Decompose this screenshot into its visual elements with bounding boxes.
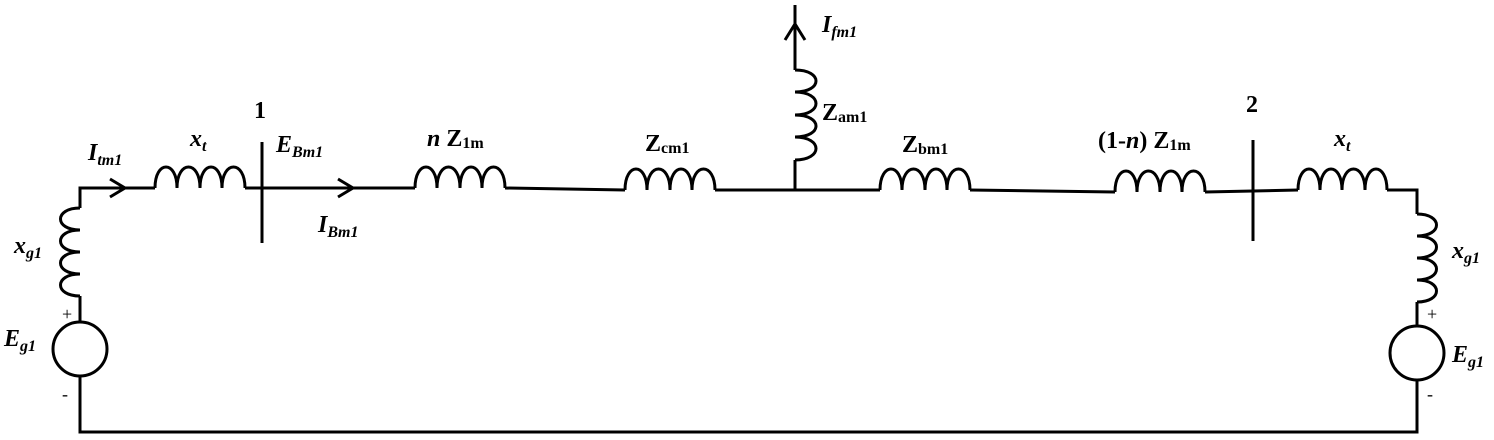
wire-left-top [78,186,155,208]
label-eg1-left: Eg1 [3,326,36,355]
label-zam1: Zam1 [822,100,867,126]
label-ibm1: IBm1 [317,212,358,241]
label-n-z1m: n Z1m [427,126,484,152]
label-ebm1: EBm1 [275,132,323,161]
inductor-xg1-right [1416,212,1438,304]
wire-right-top [1387,188,1419,214]
label-ifm1: Ifm1 [821,12,857,41]
label-eg1-right: Eg1 [1451,342,1484,371]
wire-bottom-return [78,377,1419,434]
bus-2-label: 2 [1246,92,1258,118]
minus-right: - [1427,384,1433,404]
inductor-xt-right [1296,167,1389,191]
label-xt-right: xt [1333,126,1351,155]
inductor-zcm1 [623,167,717,191]
inductor-xg1-left [59,206,81,298]
arrow-itm1 [109,177,128,199]
arrow-ifm1 [783,21,807,41]
plus-right: + [1427,304,1437,324]
label-zbm1: Zbm1 [902,132,948,158]
arrow-ibm1 [337,177,356,199]
inductor-zam1 [794,68,818,162]
inductor-nz1m [413,165,507,189]
label-1mn-z1m: (1-n) Z1m [1098,128,1191,154]
label-xt-left: xt [189,126,207,155]
wire-zbm-to-1mn [969,188,1116,194]
plus-left: + [62,304,72,324]
label-zcm1: Zcm1 [645,131,689,157]
inductor-zbm1 [878,167,972,191]
source-eg1-left [51,320,109,378]
inductor-1mn-z1m [1113,169,1207,193]
label-xg1-left: xg1 [13,233,42,262]
inductor-xt-left [153,165,247,189]
source-eg1-right [1388,324,1446,382]
label-itm1: Itm1 [87,140,122,169]
minus-left: - [62,384,68,404]
label-xg1-right: xg1 [1451,238,1480,267]
bus-1-label: 1 [254,98,266,124]
wire-nz-to-zcm [504,186,626,192]
